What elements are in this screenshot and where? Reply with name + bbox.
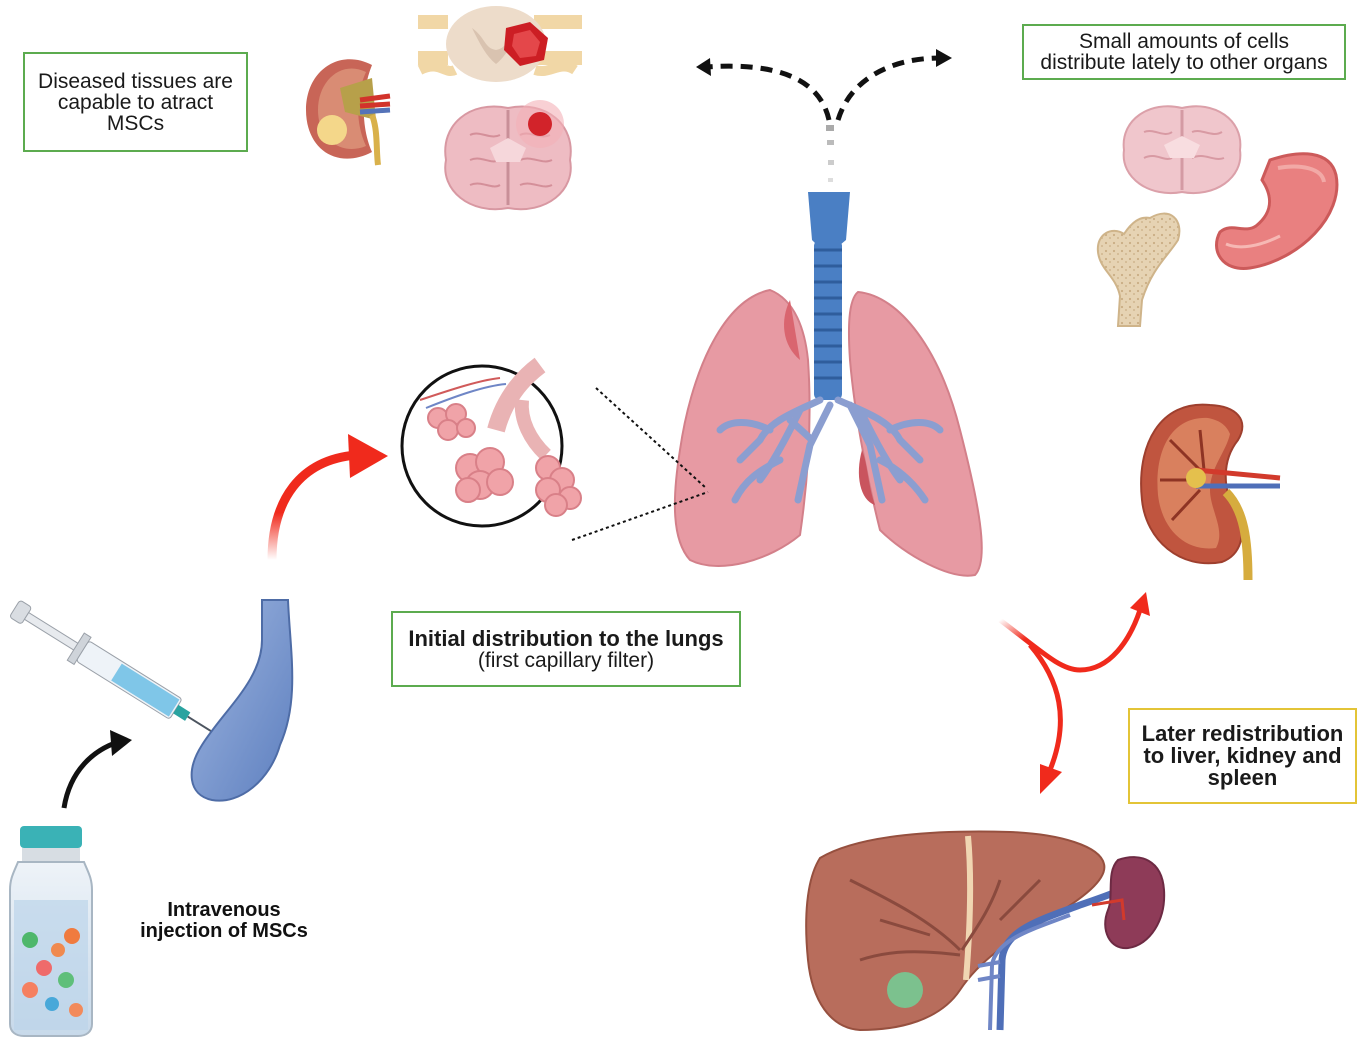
injection-label: Intravenous injection of MSCs: [130, 900, 318, 942]
stomach-icon: [1215, 152, 1339, 270]
small-line-1: Small amounts of cells: [1078, 30, 1290, 53]
later-redistribution-box: Later redistribution to liver, kidney an…: [1128, 708, 1357, 804]
later-line-2: to liver, kidney and: [1143, 743, 1342, 768]
arrow-to-lungs: [267, 434, 388, 561]
spleen-icon: [1091, 856, 1166, 950]
brain-icon: [444, 100, 572, 211]
bone-icon: [1096, 212, 1181, 327]
vial-icon: [9, 826, 93, 1037]
syringe-icon: [10, 600, 228, 742]
later-line-3: spleen: [1207, 765, 1278, 790]
diseased-line-3: MSCs: [106, 111, 165, 135]
vein-icon: [190, 599, 294, 802]
diseased-line-2: capable to atract: [57, 90, 214, 114]
liver-icon: [805, 830, 1122, 1032]
lungs-icon: [673, 192, 983, 577]
dashed-arrows: [696, 49, 952, 182]
initial-distribution-box: Initial distribution to the lungs (first…: [391, 611, 741, 687]
spinal-cord-icon: [417, 6, 582, 82]
small-line-2: distribute lately to other organs: [1040, 51, 1328, 74]
arrow-redistribution: [998, 592, 1150, 794]
brain-icon-small: [1122, 105, 1242, 195]
later-line-1: Later redistribution: [1141, 721, 1344, 746]
kidney-icon-right: [1140, 403, 1281, 581]
alveoli-icon: [400, 357, 709, 541]
diseased-tissues-box: Diseased tissues are capable to atract M…: [23, 52, 248, 152]
injection-line-1: Intravenous: [167, 899, 281, 921]
kidney-icon: [306, 59, 391, 166]
injection-line-2: injection of MSCs: [140, 920, 308, 942]
arrow-injection: [61, 730, 132, 809]
diseased-line-1: Diseased tissues are: [38, 69, 233, 93]
initial-line-2: (first capillary filter): [477, 648, 655, 672]
initial-line-1: Initial distribution to the lungs: [408, 625, 724, 651]
small-amounts-box: Small amounts of cells distribute lately…: [1022, 24, 1346, 80]
